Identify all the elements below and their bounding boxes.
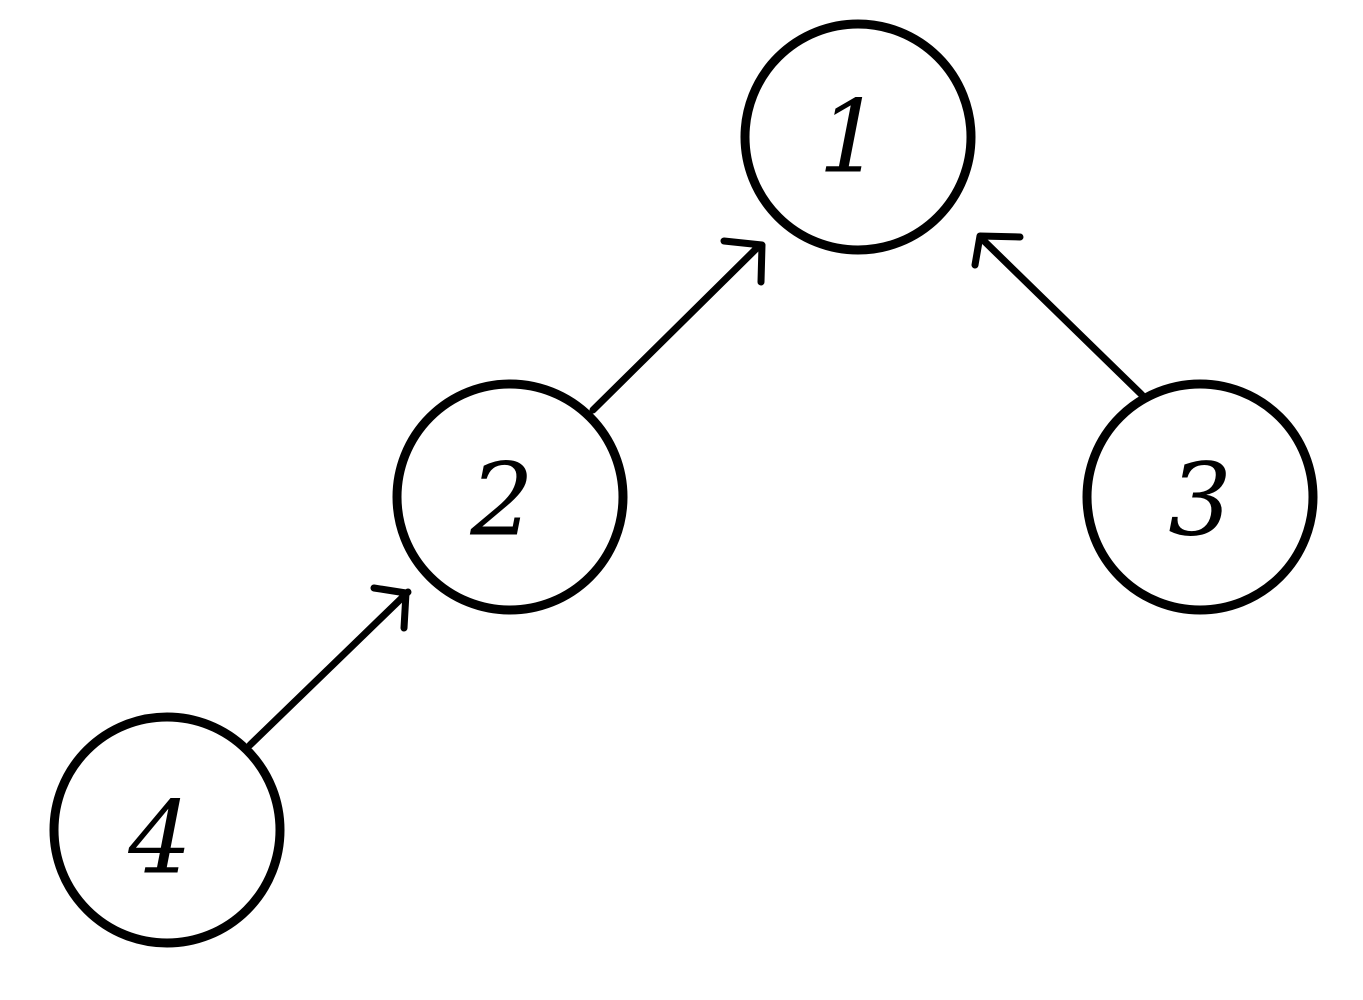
node-4: 4 [49,712,285,948]
node-1: 1 [740,19,976,255]
node-label: 4 [127,780,192,897]
edge-3-to-1 [971,232,1146,399]
node-label: 1 [818,79,882,196]
node-label: 3 [1168,442,1232,559]
node-2: 2 [392,379,628,615]
edge-4-to-2 [246,584,412,749]
node-label: 2 [469,442,534,559]
node-3: 3 [1082,379,1318,615]
edge-2-to-1 [589,237,766,414]
